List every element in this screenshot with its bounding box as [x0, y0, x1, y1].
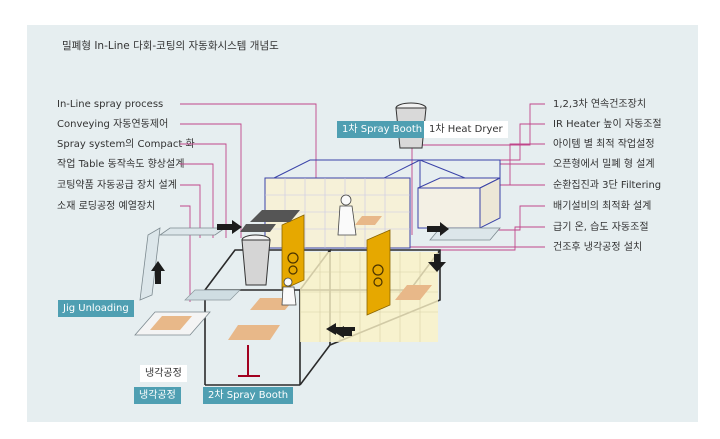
label-supply-air: 급기 온, 습도 자동조절 [553, 222, 649, 233]
exhaust-hoods [241, 102, 427, 286]
label-ir-heater: IR Heater 높이 자동조절 [553, 119, 662, 130]
label-preheat: 소재 로딩공정 예열장치 [57, 201, 156, 212]
right-dryer-module [417, 177, 501, 241]
tag-spray-booth-2: 2차 Spray Booth [203, 387, 294, 404]
label-inline-spray: In-Line spray process [57, 99, 164, 110]
label-table-speed: 작업 Table 동작속도 향상설계 [57, 159, 185, 170]
diagram-title: 밀폐형 In-Line 다회-코팅의 자동화시스템 개념도 [62, 40, 279, 52]
booth-doors [281, 214, 391, 316]
label-exhaust: 배기설비의 최적화 설계 [553, 201, 652, 212]
label-filtering: 순환집진과 3단 Filtering [553, 180, 662, 191]
tag-jig-unloading: Jig Unloading [58, 300, 134, 317]
label-item-setting: 아이템 별 최적 작업설정 [553, 139, 655, 150]
label-cooling-install: 건조후 냉각공정 설치 [553, 242, 643, 253]
grates [240, 210, 300, 232]
conveyor [134, 216, 432, 377]
label-conveying: Conveying 자동연동제어 [57, 119, 169, 130]
tag-cooling: 냉각공정 [134, 387, 181, 404]
flow-arrows [151, 220, 449, 338]
tag-cooling-inside: 냉각공정 [140, 365, 187, 382]
label-continuous-dryer: 1,2,3차 연속건조장치 [553, 99, 647, 110]
label-spray-compact: Spray system의 Compact 화 [57, 139, 195, 150]
tag-heat-dryer-1: 1차 Heat Dryer [424, 121, 508, 138]
label-auto-supply: 코팅약품 자동공급 장치 설계 [57, 180, 177, 191]
tag-spray-booth-1: 1차 Spray Booth [337, 121, 428, 138]
operators [281, 194, 357, 306]
label-closed-design: 오픈형에서 밀폐 형 설계 [553, 159, 655, 170]
